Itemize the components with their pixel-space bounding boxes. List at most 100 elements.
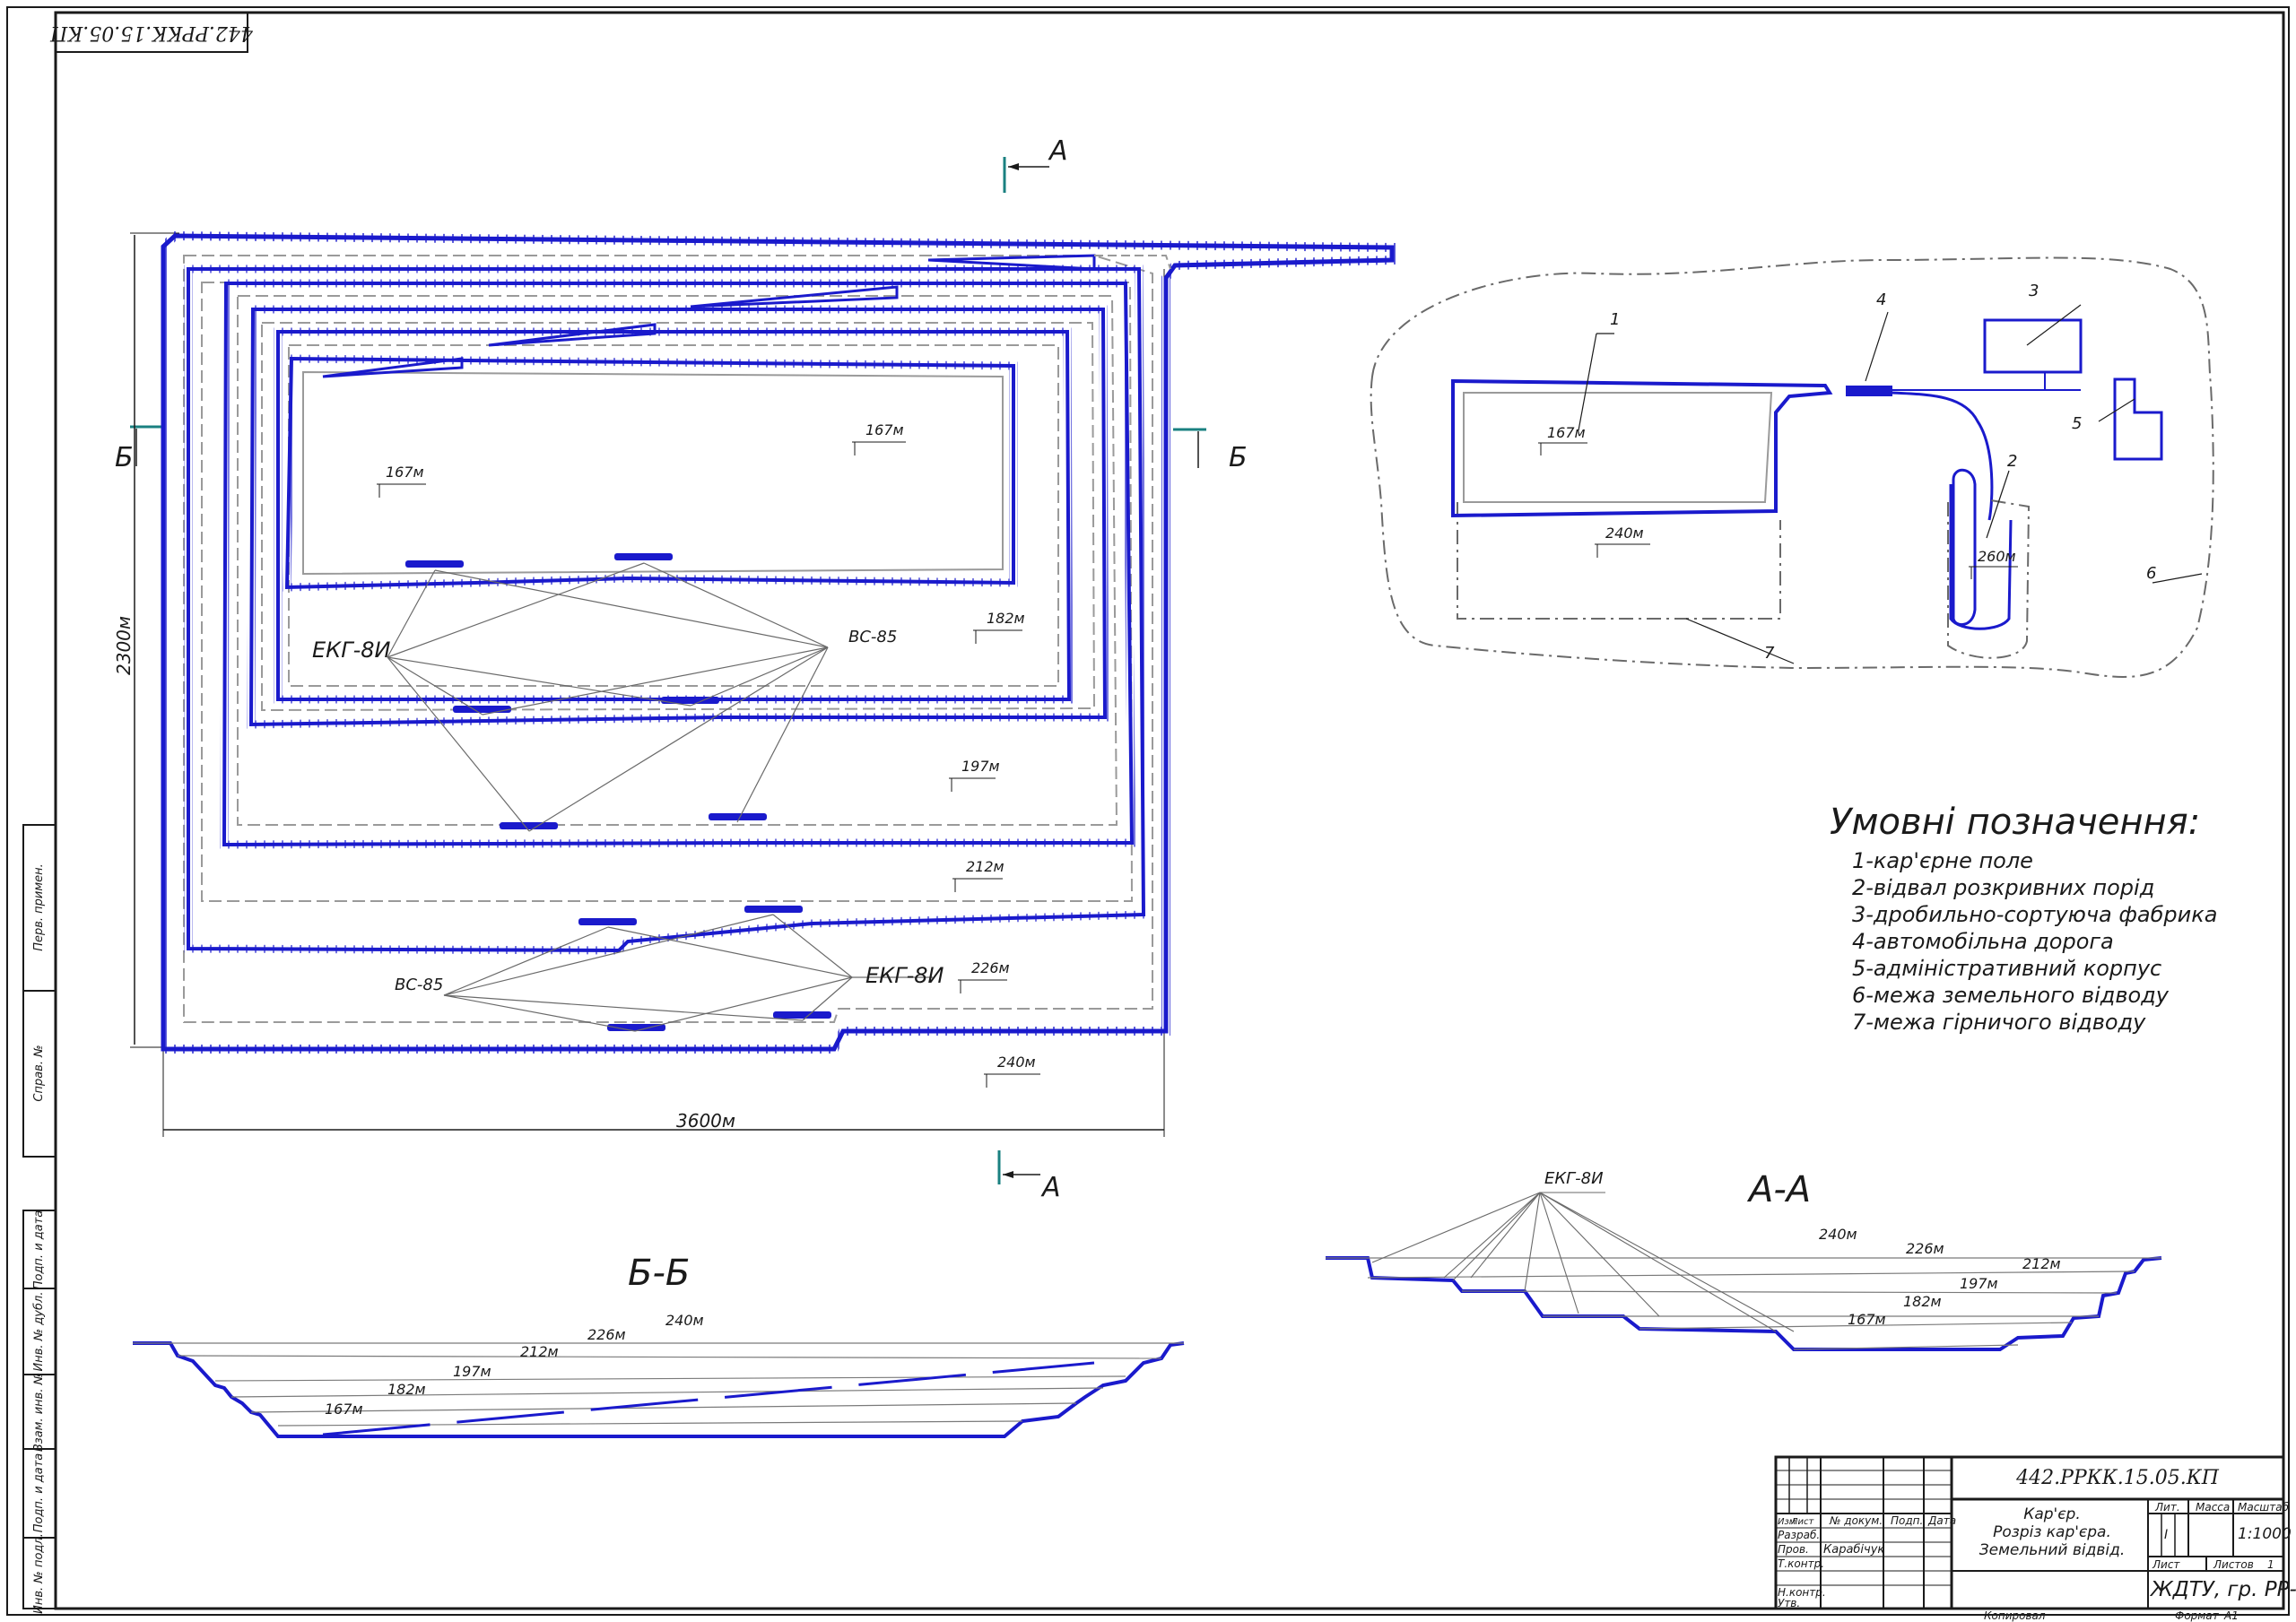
legend: Умовні позначення: 1-кар'єрне поле 2-від… (1830, 802, 2217, 1035)
side-stamp (22, 824, 57, 1609)
section-aa-profile (1326, 1256, 2162, 1351)
title-mass: Масса (2196, 1501, 2230, 1514)
legend-item: 3-дробильно-сортуюча фабрика (1852, 902, 2217, 927)
section-bb-level: 212м (520, 1343, 559, 1360)
section-bb-level: 182м (387, 1381, 426, 1398)
footer-copied: Копировал (1984, 1609, 2046, 1622)
crushing-plant (1983, 318, 2083, 374)
title-head: № докум. (1829, 1514, 1883, 1527)
excavator-marker (607, 1024, 665, 1031)
excavator-marker (405, 560, 464, 568)
title-row: Пров. (1778, 1543, 1809, 1556)
section-bb: Б-Б 240м 226м 212м 197м 182м 167м (133, 1253, 1185, 1438)
section-a-label-top: А (1048, 135, 1068, 167)
footer-format-value: А1 (2223, 1609, 2239, 1622)
title-row: Утв. (1778, 1597, 1800, 1609)
excavator-marker (614, 553, 673, 560)
title-block-text: 442.РРКК.15.05.КП Изм Лист № докум. Подп… (1778, 1467, 2296, 1609)
section-aa-level: 240м (1819, 1226, 1857, 1243)
excavator-marker (661, 697, 719, 704)
legend-item: 7-межа гірничого відводу (1852, 1010, 2146, 1035)
excavator-marker (773, 1011, 831, 1019)
title-head: Подп. (1891, 1514, 1923, 1527)
title-row: Т.контр. (1778, 1557, 1824, 1570)
excavator-label-top: ЕКГ-8И (312, 638, 391, 663)
level-mark: 167м (865, 421, 904, 438)
road (1892, 391, 1994, 521)
road-marker (1846, 386, 1892, 396)
section-bb-level: 197м (453, 1363, 491, 1380)
dump (1952, 468, 1977, 627)
legend-item: 4-автомобільна дорога (1852, 929, 2114, 954)
site-plan: 1 2 3 4 5 6 7 167м 240м 260м (1370, 256, 2214, 678)
title-lit: Лит. (2154, 1501, 2180, 1514)
callout-5: 5 (2072, 414, 2082, 433)
section-bb-level: 167м (325, 1401, 363, 1418)
section-a-label-bottom: А (1040, 1172, 1061, 1203)
title-checker: Карабічук (1823, 1543, 1884, 1557)
drawing-code-rotated-text: 442.РРКК.15.05.КП (49, 22, 254, 44)
site-level-240: 240м (1605, 525, 1644, 542)
excavator-marker (744, 906, 803, 913)
frame-border (54, 11, 2285, 1610)
callout-6: 6 (2146, 564, 2156, 583)
site-level-260: 260м (1978, 548, 2016, 565)
drill-label-top: ВС-85 (848, 628, 897, 646)
level-mark: 212м (966, 858, 1004, 875)
equipment-markers (405, 553, 831, 1031)
section-bb-profile (133, 1341, 1185, 1438)
section-aa: А-А ЕКГ-8И 240м 226м 212м 197м (1326, 1169, 2162, 1351)
site-level-167: 167м (1547, 424, 1586, 441)
mining-boundary (1457, 502, 1781, 620)
excavator-label-bottom: ЕКГ-8И (865, 963, 944, 988)
footer: Копировал Формат А1 (1984, 1609, 2239, 1622)
stamp-label: Справ. № (32, 1045, 46, 1101)
title-row: Н.контр. (1778, 1586, 1826, 1599)
section-aa-level: 197м (1960, 1275, 1998, 1292)
pit-plan: А А Б Б 2300м 3600м (113, 135, 1396, 1203)
quarry-outline (1451, 378, 1833, 518)
stamp-label: Взам. инв. № (32, 1373, 46, 1452)
site-callouts: 1 2 3 4 5 6 7 (1610, 282, 2156, 663)
drawing-code-rotated: 442.РРКК.15.05.КП (49, 12, 254, 53)
bench-182 (276, 330, 1072, 701)
title-lit-value: І (2164, 1528, 2168, 1542)
stamp-label: Инв. № дубл. (32, 1292, 46, 1372)
level-marks: 167м 167м 182м 197м 212м 226м 240м (377, 421, 1040, 1088)
section-aa-title: А-А (1746, 1169, 1811, 1210)
section-bb-title: Б-Б (628, 1253, 690, 1294)
title-code: 442.РРКК.15.05.КП (2015, 1467, 2220, 1489)
title-scale: 1:1000 (2238, 1525, 2292, 1543)
stamp-label: Подп. и дата (32, 1210, 46, 1290)
section-aa-level: 167м (1848, 1311, 1886, 1328)
callout-3: 3 (2029, 282, 2039, 300)
level-mark: 167м (386, 464, 424, 481)
legend-item: 6-межа земельного відводу (1852, 983, 2170, 1008)
section-aa-level: 226м (1906, 1240, 1944, 1257)
title-sheets: Листов (2213, 1558, 2254, 1571)
side-stamp-labels: Перв. примен. Справ. № Подп. и дата Инв.… (32, 863, 46, 1614)
level-mark: 240м (997, 1054, 1036, 1071)
title-head: Лист (1790, 1517, 1815, 1527)
legend-item: 1-кар'єрне поле (1852, 848, 2033, 873)
level-mark: 226м (971, 959, 1010, 976)
outer-border (6, 6, 2290, 1616)
title-name-line: Кар'єр. (2023, 1505, 2080, 1523)
callout-1: 1 (1610, 310, 1620, 329)
section-b-label-right: Б (1229, 442, 1248, 473)
level-mark: 182м (987, 610, 1025, 627)
section-aa-level: 182м (1903, 1293, 1942, 1310)
callout-7: 7 (1764, 644, 1775, 663)
title-head: Дата (1927, 1514, 1956, 1527)
title-scale-head: Масштаб (2238, 1501, 2290, 1514)
title-sheet: Лист (2152, 1558, 2180, 1571)
excavator-marker (453, 706, 511, 713)
legend-item: 2-відвал розкривних порід (1852, 875, 2154, 900)
section-bb-level: 226м (587, 1326, 626, 1343)
section-aa-equipment: ЕКГ-8И (1544, 1169, 1604, 1188)
legend-item: 5-адміністративний корпус (1852, 956, 2161, 981)
excavator-marker (578, 918, 637, 925)
stamp-label: Перв. примен. (32, 863, 46, 951)
callout-4: 4 (1876, 291, 1886, 309)
